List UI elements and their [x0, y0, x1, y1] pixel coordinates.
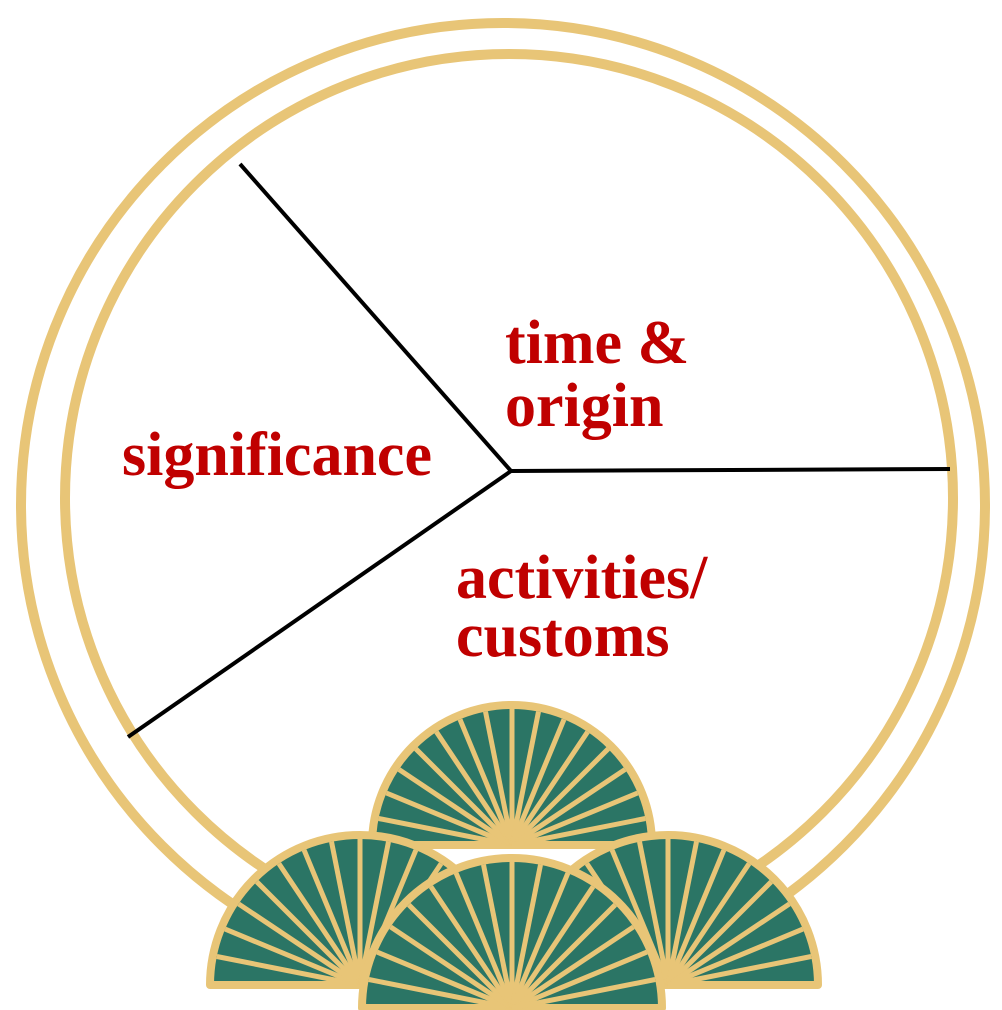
fan-rib: [276, 862, 363, 987]
fan-rib: [637, 841, 671, 986]
fan-rib: [666, 880, 773, 987]
divider-right: [510, 467, 951, 473]
fan-rib: [414, 747, 514, 847]
fan-top-center: [368, 701, 656, 849]
fan-bottom-center: [358, 854, 666, 1010]
fan-rib: [665, 849, 727, 986]
divider-upper-left: [238, 162, 513, 473]
fan-rib: [666, 901, 791, 988]
divider-lower-left: [126, 469, 513, 739]
fan-rib: [457, 718, 515, 846]
fan-rib: [407, 903, 514, 1010]
fan-rib: [509, 718, 567, 846]
fan-rib: [511, 949, 648, 1010]
fan-rib: [237, 901, 362, 988]
fan-rib: [510, 903, 617, 1010]
fan-rib: [385, 790, 513, 848]
fan-rib: [397, 767, 514, 848]
fan-rib: [329, 841, 363, 986]
fan-rib: [428, 885, 515, 1010]
fan-rib: [665, 862, 752, 987]
fan-rib: [509, 730, 590, 847]
fan-rib: [511, 816, 646, 848]
fan-rib: [453, 872, 515, 1009]
fan-rib: [376, 949, 513, 1010]
label-significance: significance: [122, 421, 432, 489]
fan-rib: [511, 977, 656, 1010]
fan-rib: [509, 885, 596, 1010]
label-time-origin-line1: time &: [505, 309, 689, 377]
fan-rib: [378, 816, 513, 848]
fan-rib: [481, 864, 515, 1009]
label-activities-line1: activities/: [456, 544, 708, 612]
fan-rib: [509, 711, 541, 846]
label-activities-line2: customs: [456, 602, 670, 670]
fan-rib: [483, 711, 515, 846]
fan-rib: [667, 926, 804, 988]
fan-rib: [510, 924, 635, 1010]
fan-rib: [510, 767, 627, 848]
fan-rib: [389, 924, 514, 1010]
fan-rib: [434, 730, 515, 847]
fan-rib: [665, 841, 699, 986]
fan-rib: [510, 747, 610, 847]
fan-rib: [224, 926, 361, 988]
fan-rib: [509, 872, 571, 1009]
fan-rib: [509, 864, 543, 1009]
fan-rib: [255, 880, 362, 987]
fan-rib: [667, 954, 812, 988]
fan-rib: [216, 954, 361, 988]
fan-rib: [368, 977, 513, 1010]
section-dividers: [126, 162, 951, 739]
fan-rib: [511, 790, 639, 848]
decorative-fans: [206, 701, 822, 1010]
label-time-origin-line2: origin: [505, 372, 663, 440]
fan-rib: [301, 849, 363, 986]
fan-rib: [357, 841, 391, 986]
